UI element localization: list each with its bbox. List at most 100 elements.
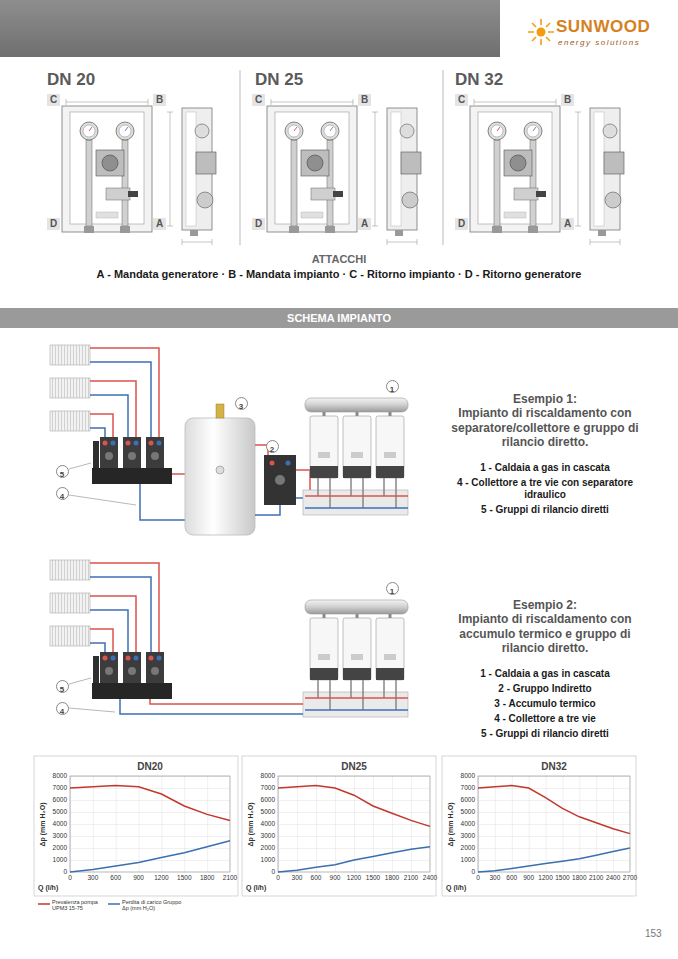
drawing-line xyxy=(443,70,444,245)
axis-tick: 4000 xyxy=(461,821,475,828)
drawing-polyline xyxy=(278,847,430,872)
drawing-path xyxy=(150,699,303,704)
drawing-use xyxy=(267,99,421,245)
axis-tick: 5000 xyxy=(53,809,67,816)
drawing-rect xyxy=(278,776,430,872)
drawing-polyline xyxy=(478,848,630,872)
drawing-rect xyxy=(242,756,436,896)
drawing-line xyxy=(108,903,120,905)
axis-tick: 1000 xyxy=(261,857,275,864)
drawing-circle xyxy=(286,461,291,466)
component-item: 3 - Accumulo termico xyxy=(450,698,640,710)
drawing-circle xyxy=(216,466,224,474)
axis-tick: 8000 xyxy=(461,773,475,780)
drawing-path xyxy=(528,19,554,45)
chart-title: DN32 xyxy=(541,761,567,773)
axis-tick: 300 xyxy=(292,875,303,882)
text-column: Esempio 2:Impianto di riscaldamento con … xyxy=(450,598,640,740)
axis-tick: 2000 xyxy=(261,845,275,852)
axis-tick: 1800 xyxy=(385,875,399,882)
node-text: 5 xyxy=(60,685,64,694)
drawing-polyline xyxy=(70,841,230,872)
drawing-path xyxy=(69,678,115,712)
section-heading: ATTACCHI xyxy=(312,253,367,266)
axis-tick: 300 xyxy=(87,875,98,882)
legend-text: Prevalenza pompa UPM3 15-75 xyxy=(52,899,104,912)
axis-tick: 2400 xyxy=(423,875,437,882)
axis-tick: 1500 xyxy=(555,875,569,882)
chart-title: DN20 xyxy=(137,761,163,773)
callout-number: 5 xyxy=(56,465,69,478)
axis-tick: 4000 xyxy=(53,821,67,828)
drawing-rect xyxy=(216,404,224,418)
connection-letter: C xyxy=(252,94,265,106)
example-heading: Impianto di riscaldamento con separatore… xyxy=(450,406,640,449)
node-text: 5 xyxy=(60,470,64,479)
model-title: DN 20 xyxy=(47,70,95,90)
drawing-line xyxy=(240,70,241,245)
drawing-polyline xyxy=(70,786,230,821)
axis-tick: 2100 xyxy=(589,875,603,882)
node-text: 1 xyxy=(390,587,394,596)
drawing-use xyxy=(303,398,408,515)
axis-tick: 900 xyxy=(330,875,341,882)
axis-tick: 900 xyxy=(133,875,144,882)
drawing-rect xyxy=(0,0,500,57)
connection-letter: B xyxy=(358,94,371,106)
axis-tick: 300 xyxy=(489,875,500,882)
callout-number: 5 xyxy=(56,680,69,693)
axis-tick: 0 xyxy=(63,869,67,876)
axis-tick: 3000 xyxy=(261,833,275,840)
axis-tick: 1000 xyxy=(461,857,475,864)
axis-tick: 7000 xyxy=(461,785,475,792)
connection-letter: B xyxy=(153,94,166,106)
axis-tick: 3000 xyxy=(461,833,475,840)
axis-tick: 1800 xyxy=(200,875,214,882)
axis-tick: 5000 xyxy=(461,809,475,816)
node-text: SCHEMA IMPIANTO xyxy=(287,312,391,324)
axis-tick: 0 xyxy=(271,869,275,876)
connection-letter: D xyxy=(252,218,265,230)
drawing-polyline xyxy=(478,786,630,834)
drawing-path xyxy=(140,484,185,520)
callout-number: 4 xyxy=(56,487,69,500)
model-title: DN 25 xyxy=(255,70,303,90)
axis-tick: 7000 xyxy=(53,785,67,792)
axis-tick: 2100 xyxy=(404,875,418,882)
component-item: 5 - Gruppi di rilancio diretti xyxy=(450,728,640,740)
axis-tick: 2700 xyxy=(623,875,637,882)
node-text: 4 xyxy=(60,492,64,501)
axis-tick: 1000 xyxy=(53,857,67,864)
drawing-path xyxy=(296,470,310,490)
connection-letter: A xyxy=(561,218,574,230)
connection-letter: C xyxy=(455,94,468,106)
axis-tick: 6000 xyxy=(261,797,275,804)
drawing-use xyxy=(470,99,624,245)
drawing-rect xyxy=(442,756,636,896)
axis-tick: 1200 xyxy=(538,875,552,882)
axis-title: Q (l/h) xyxy=(246,884,266,891)
drawing-g xyxy=(528,19,554,45)
axis-title: Δp (mm H₂O) xyxy=(447,802,454,846)
example-heading: Impianto di riscaldamento con accumulo t… xyxy=(450,612,640,655)
axis-tick: 6000 xyxy=(461,797,475,804)
page-number: 153 xyxy=(645,928,662,940)
component-item: 4 - Collettore a tre vie con separatore … xyxy=(450,477,640,501)
drawing-rect xyxy=(478,776,630,872)
axis-tick: 900 xyxy=(523,875,534,882)
axis-tick: 600 xyxy=(110,875,121,882)
axis-tick: 600 xyxy=(311,875,322,882)
axis-title: Q (l/h) xyxy=(446,884,466,891)
model-title: DN 32 xyxy=(455,70,503,90)
component-item: 1 - Caldaia a gas in cascata xyxy=(450,462,640,474)
example-heading: Esempio 1: xyxy=(450,392,640,406)
drawing-path xyxy=(120,699,303,714)
drawing-use xyxy=(62,99,216,245)
axis-tick: 2100 xyxy=(223,875,237,882)
drawing-rect xyxy=(70,776,230,872)
axis-title: Q (l/h) xyxy=(38,884,58,891)
axis-tick: 0 xyxy=(276,875,280,882)
component-item: 2 - Gruppo Indiretto xyxy=(450,683,640,695)
connection-letter: A xyxy=(358,218,371,230)
